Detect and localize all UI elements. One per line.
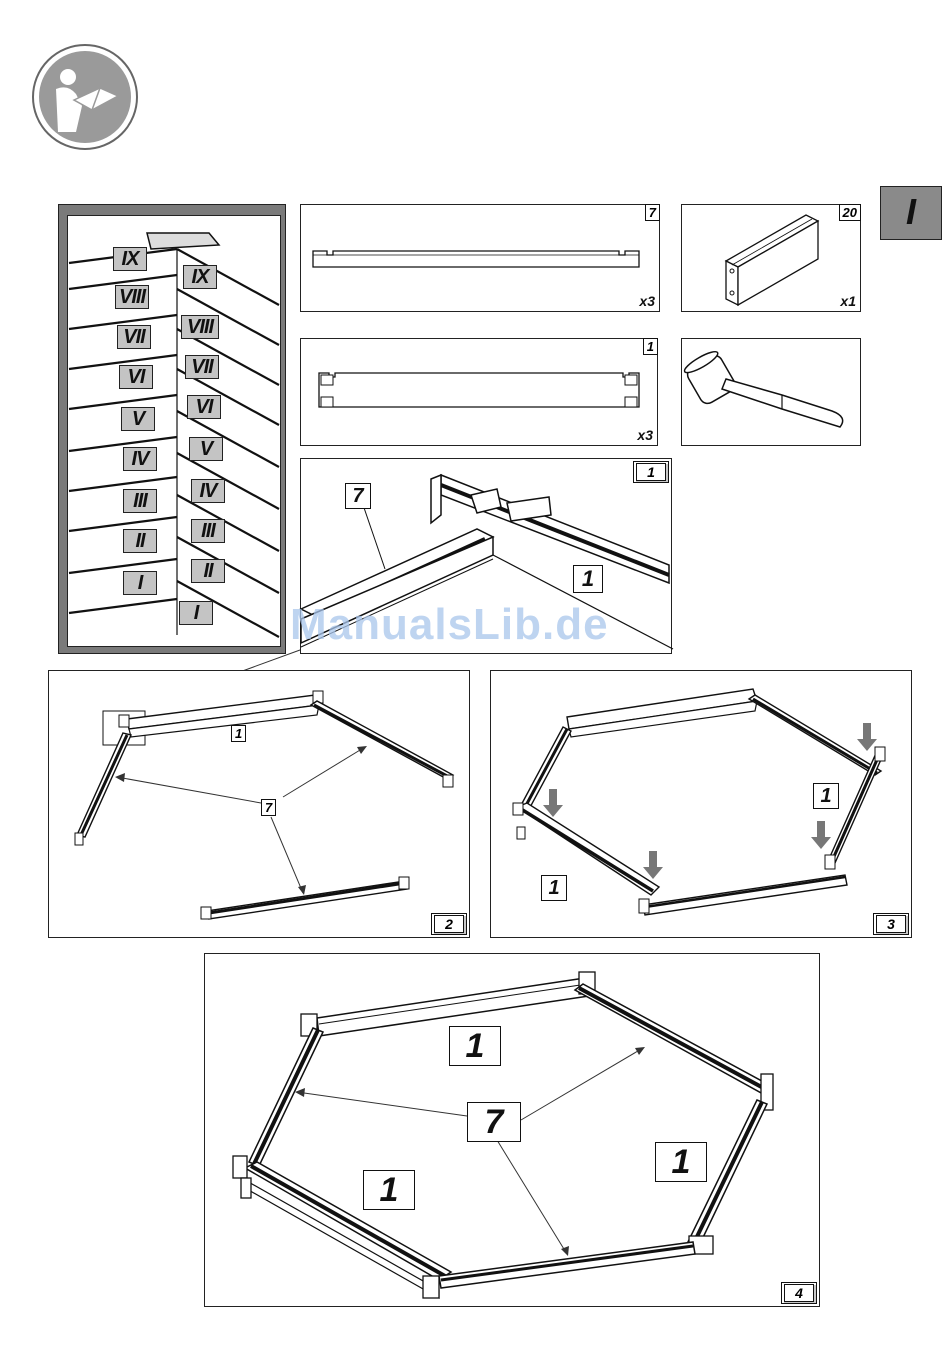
part-label: 7 [467, 1102, 521, 1142]
part-label: 1 [231, 725, 246, 742]
part-label: 1 [363, 1170, 415, 1210]
step-2-drawing [49, 671, 471, 939]
part-label: 1 [813, 783, 839, 809]
part-label: 1 [449, 1026, 501, 1066]
step-4-panel: 4 1 7 1 1 [204, 953, 820, 1307]
part-label: 1 [541, 875, 567, 901]
part-label: 1 [655, 1142, 707, 1182]
part-label: 7 [261, 799, 276, 816]
step-2-panel: 2 1 7 [48, 670, 470, 938]
step-3-panel: 3 1 1 [490, 670, 912, 938]
